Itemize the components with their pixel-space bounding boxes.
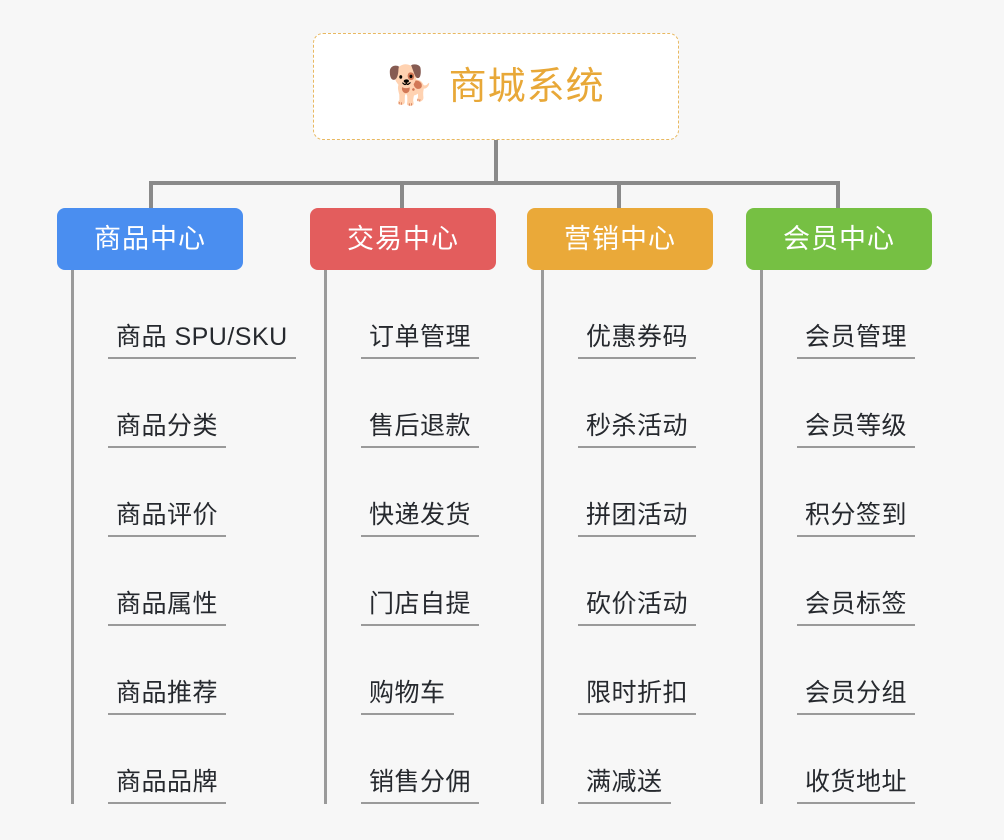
leaf-list-4: 会员管理 会员等级 积分签到 会员标签 会员分组 收货地址 xyxy=(760,270,971,804)
leaf-list-1: 商品 SPU/SKU 商品分类 商品评价 商品属性 商品推荐 商品品牌 xyxy=(71,270,317,804)
leaf-label: 商品评价 xyxy=(108,503,227,537)
leaf-label: 快递发货 xyxy=(361,503,480,537)
leaf-label: 商品 SPU/SKU xyxy=(108,325,296,359)
list-item[interactable]: 商品品牌 xyxy=(74,715,317,804)
connector-drop-4 xyxy=(836,181,840,211)
list-item[interactable]: 快递发货 xyxy=(327,448,545,537)
category-column-4: 会员中心 会员管理 会员等级 积分签到 会员标签 会员分组 收货地址 xyxy=(746,208,971,804)
leaf-list-3: 优惠券码 秒杀活动 拼团活动 砍价活动 限时折扣 满减送 xyxy=(541,270,752,804)
leaf-label: 售后退款 xyxy=(361,414,480,448)
category-column-3: 营销中心 优惠券码 秒杀活动 拼团活动 砍价活动 限时折扣 满减送 xyxy=(527,208,752,804)
list-item[interactable]: 收货地址 xyxy=(763,715,971,804)
list-item[interactable]: 会员分组 xyxy=(763,626,971,715)
leaf-label: 拼团活动 xyxy=(578,503,697,537)
list-item[interactable]: 商品评价 xyxy=(74,448,317,537)
list-item[interactable]: 秒杀活动 xyxy=(544,359,752,448)
list-item[interactable]: 砍价活动 xyxy=(544,537,752,626)
category-header-2[interactable]: 交易中心 xyxy=(310,208,496,270)
leaf-label: 购物车 xyxy=(361,681,454,715)
list-item[interactable]: 商品 SPU/SKU xyxy=(74,270,317,359)
list-item[interactable]: 商品属性 xyxy=(74,537,317,626)
list-item[interactable]: 会员标签 xyxy=(763,537,971,626)
category-header-1[interactable]: 商品中心 xyxy=(57,208,243,270)
list-item[interactable]: 会员等级 xyxy=(763,359,971,448)
leaf-list-2: 订单管理 售后退款 快递发货 门店自提 购物车 销售分佣 xyxy=(324,270,545,804)
leaf-label: 销售分佣 xyxy=(361,770,480,804)
category-header-4[interactable]: 会员中心 xyxy=(746,208,932,270)
list-item[interactable]: 积分签到 xyxy=(763,448,971,537)
connector-drop-2 xyxy=(400,181,404,211)
leaf-label: 商品分类 xyxy=(108,414,227,448)
list-item[interactable]: 会员管理 xyxy=(763,270,971,359)
category-header-3[interactable]: 营销中心 xyxy=(527,208,713,270)
list-item[interactable]: 商品推荐 xyxy=(74,626,317,715)
list-item[interactable]: 购物车 xyxy=(327,626,545,715)
leaf-label: 会员分组 xyxy=(797,681,916,715)
leaf-label: 限时折扣 xyxy=(578,681,697,715)
leaf-label: 门店自提 xyxy=(361,592,480,626)
leaf-label: 收货地址 xyxy=(797,770,916,804)
leaf-label: 会员等级 xyxy=(797,414,916,448)
leaf-label: 订单管理 xyxy=(361,325,480,359)
leaf-label: 会员标签 xyxy=(797,592,916,626)
leaf-label: 优惠券码 xyxy=(578,325,697,359)
list-item[interactable]: 销售分佣 xyxy=(327,715,545,804)
leaf-label: 商品属性 xyxy=(108,592,227,626)
list-item[interactable]: 售后退款 xyxy=(327,359,545,448)
list-item[interactable]: 订单管理 xyxy=(327,270,545,359)
leaf-label: 积分签到 xyxy=(797,503,916,537)
leaf-label: 商品推荐 xyxy=(108,681,227,715)
shiba-dog-face-icon: 🐕 xyxy=(387,64,435,107)
category-column-2: 交易中心 订单管理 售后退款 快递发货 门店自提 购物车 销售分佣 xyxy=(310,208,545,804)
list-item[interactable]: 优惠券码 xyxy=(544,270,752,359)
leaf-label: 会员管理 xyxy=(797,325,916,359)
list-item[interactable]: 商品分类 xyxy=(74,359,317,448)
root-node[interactable]: 🐕 商城系统 xyxy=(313,33,679,140)
list-item[interactable]: 拼团活动 xyxy=(544,448,752,537)
list-item[interactable]: 限时折扣 xyxy=(544,626,752,715)
connector-root-stem xyxy=(494,140,498,183)
category-column-1: 商品中心 商品 SPU/SKU 商品分类 商品评价 商品属性 商品推荐 商品品牌 xyxy=(57,208,317,804)
connector-drop-1 xyxy=(149,181,153,211)
connector-horizontal-bus xyxy=(149,181,840,185)
list-item[interactable]: 满减送 xyxy=(544,715,752,804)
connector-drop-3 xyxy=(617,181,621,211)
leaf-label: 满减送 xyxy=(578,770,671,804)
list-item[interactable]: 门店自提 xyxy=(327,537,545,626)
leaf-label: 砍价活动 xyxy=(578,592,697,626)
root-title: 商城系统 xyxy=(448,65,605,108)
leaf-label: 商品品牌 xyxy=(108,770,227,804)
leaf-label: 秒杀活动 xyxy=(578,414,697,448)
